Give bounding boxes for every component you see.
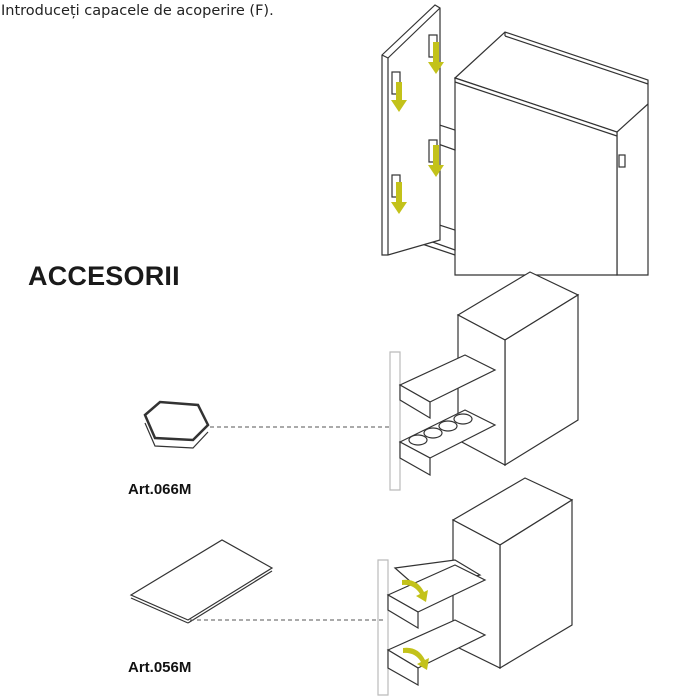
cover-cap-installation-diagram — [381, 4, 649, 276]
arrow-icon — [402, 579, 429, 670]
arrow-icon — [391, 42, 444, 214]
accessory-label-056m: Art.056M — [128, 659, 192, 676]
basket-accessory-icon — [143, 400, 210, 449]
instruction-text: Introduceți capacele de acoperire (F). — [1, 3, 274, 19]
cabinet-with-baskets-diagram — [389, 271, 580, 491]
section-title: ACCESORII — [28, 261, 180, 291]
cabinet-with-liner-diagram — [377, 477, 574, 696]
accessory-label-066m: Art.066M — [128, 481, 192, 498]
liner-sheet-accessory-icon — [129, 539, 274, 624]
